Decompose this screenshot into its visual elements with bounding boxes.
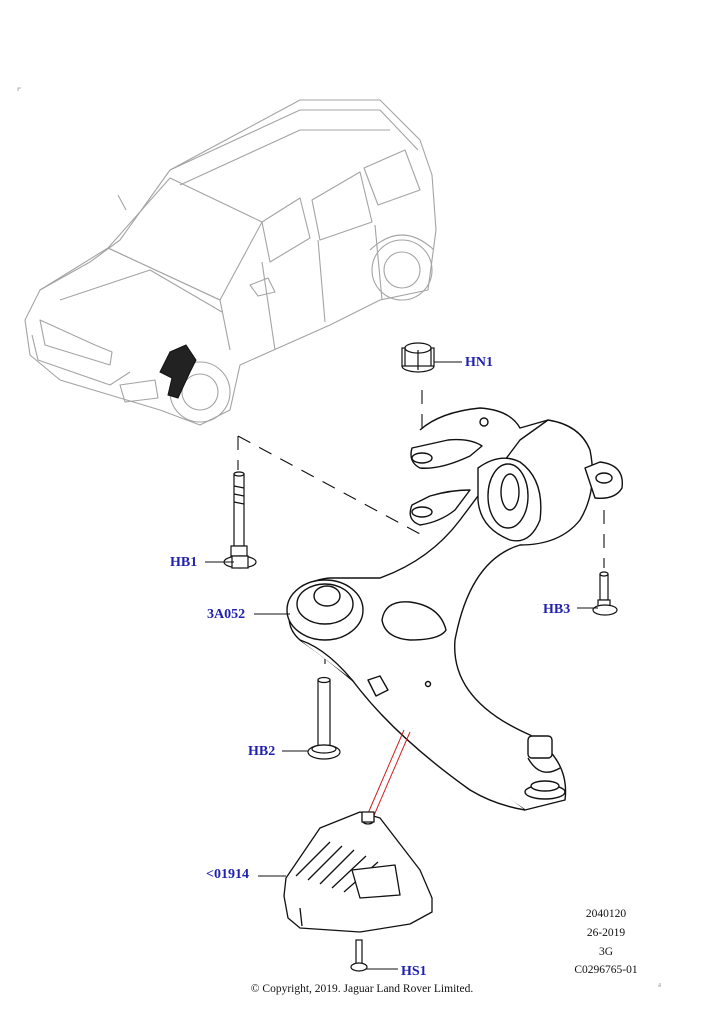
- bolt-hb2[interactable]: [307, 676, 341, 760]
- callout-hs1[interactable]: HS1: [401, 964, 427, 979]
- red-leader-lines: [365, 729, 411, 821]
- drawing-id: C0296765-01: [574, 964, 638, 976]
- callout-leader-lines: [205, 361, 598, 970]
- callout-01914[interactable]: <01914: [206, 867, 249, 882]
- flange-nut[interactable]: [401, 342, 435, 373]
- lower-control-arm[interactable]: [286, 407, 624, 811]
- callout-hb1[interactable]: HB1: [170, 555, 198, 570]
- figure-number: 2040120: [585, 908, 627, 920]
- callout-hn1[interactable]: HN1: [465, 355, 493, 370]
- screw-hs1[interactable]: [350, 939, 368, 972]
- callout-3a052[interactable]: 3A052: [207, 607, 246, 622]
- copyright-notice: © Copyright, 2019. Jaguar Land Rover Lim…: [250, 983, 474, 995]
- highlighted-suspension-location: [159, 344, 197, 399]
- corner-marks: [17, 87, 661, 987]
- callout-hb3[interactable]: HB3: [543, 602, 571, 617]
- callout-hb2[interactable]: HB2: [248, 744, 276, 759]
- control-arm-cover[interactable]: [283, 811, 433, 933]
- vehicle-outline: [24, 99, 437, 426]
- drawing-revision: 3G: [598, 946, 614, 958]
- drawing-date: 26-2019: [586, 927, 626, 939]
- bolt-hb1[interactable]: [223, 471, 257, 569]
- bolt-hb3[interactable]: [592, 571, 618, 616]
